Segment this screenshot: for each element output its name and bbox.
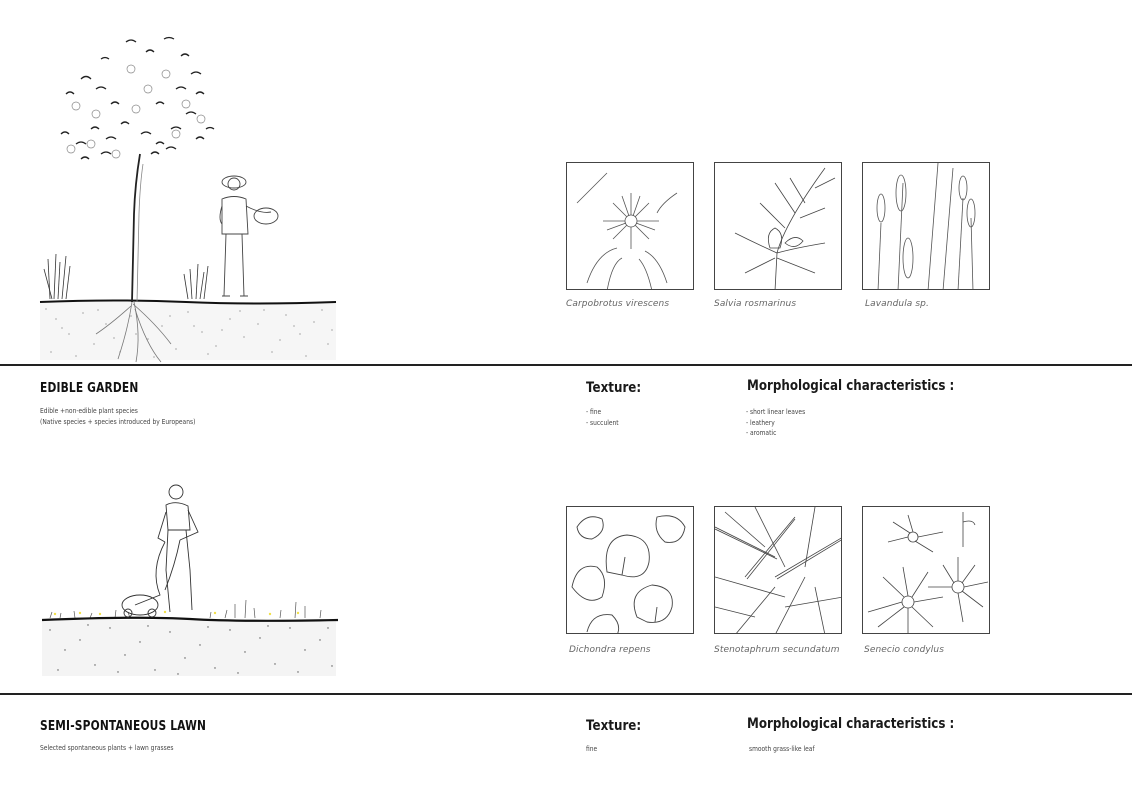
texture-heading: Texture: [586,718,642,734]
plant-photo-stenotaphrum [714,506,842,634]
flower-sketch-icon [576,172,678,289]
plant-caption: Senecio condylus [864,645,944,655]
texture-list: fine [586,744,597,755]
ground-line [41,616,339,622]
texture-item: - fine [586,408,602,416]
section-title-semi-spontaneous-lawn: SEMI-SPONTANEOUS LAWN [40,719,207,734]
description-line: Edible +non-edible plant species [40,407,138,415]
section-divider [0,693,1132,695]
section-title-edible-garden: EDIBLE GARDEN [40,381,139,396]
mower-figure [121,484,199,618]
plant-caption: Stenotaphrum secundatum [714,645,840,655]
description-line: Selected spontaneous plants + lawn grass… [40,744,174,752]
plant-photo-dichondra [566,506,694,634]
plant-photo-lavandula [862,162,990,290]
texture-heading: Texture: [586,380,642,396]
gardener-figure [219,175,279,297]
edible-garden-illustration [39,36,337,363]
tree-trunk [131,153,141,303]
grass-sketch-icon [715,507,841,633]
morphology-heading: Morphological characteristics : [747,378,955,394]
plant-caption: Lavandula sp. [865,299,929,309]
morphology-item: - leathery [746,418,775,427]
morphology-list: smooth grass-like leaf [749,744,815,755]
tree-canopy [60,36,215,160]
plant-photo-salvia [714,162,842,290]
morphology-heading: Morphological characteristics : [747,716,955,732]
shrub-left [43,253,71,300]
plant-caption: Dichondra repens [569,645,651,655]
morphology-item: - aromatic [746,429,777,437]
plant-caption: Carpobrotus virescens [566,299,670,309]
ground-line [39,299,337,305]
morphology-item: smooth grass-like leaf [749,745,815,753]
plant-photo-senecio [862,506,990,634]
lawn-illustration [41,484,339,676]
morphology-item: - short linear leaves [746,408,806,416]
plant-photo-carpobrotus [566,162,694,290]
texture-item: fine [586,745,598,753]
description-line: (Native species + species introduced by … [40,418,196,426]
soil-texture [40,302,336,360]
rosemary-sketch-icon [734,167,836,289]
lavender-sketch-icon [876,163,976,289]
plant-caption: Salvia rosmarinus [714,299,797,309]
shrub-right [183,263,209,300]
morphology-list: - short linear leaves - leathery - aroma… [746,407,805,439]
section-description: Selected spontaneous plants + lawn grass… [40,743,174,754]
section-divider [0,364,1132,366]
section-description: Edible +non-edible plant species (Native… [40,406,195,428]
dichondra-sketch-icon [571,515,686,633]
senecio-flower-sketch-icon [867,512,989,633]
texture-item: - succulent [586,418,619,427]
texture-list: - fine - succulent [586,407,619,428]
